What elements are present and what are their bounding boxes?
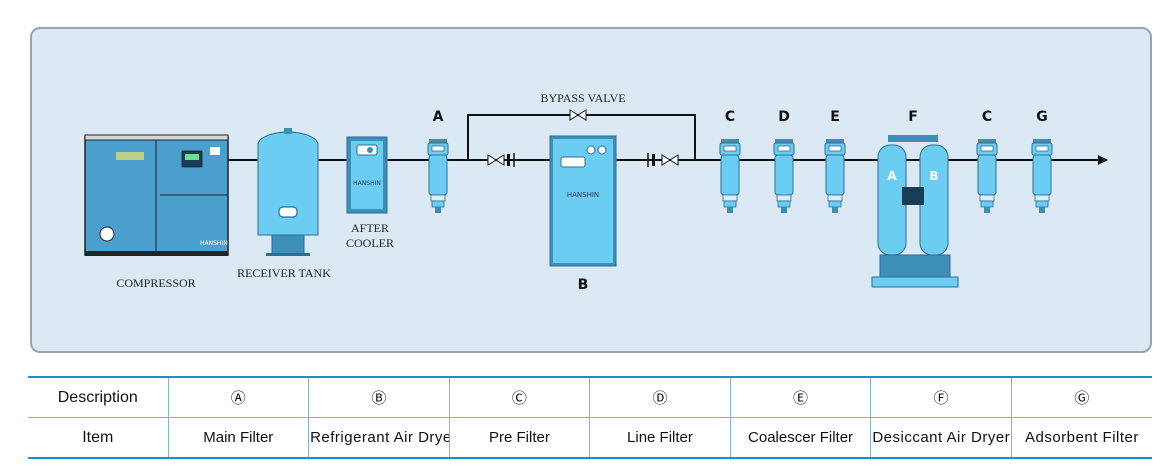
legend-row-item: Item Main Filter Refrigerant Air Dryer P… [28,417,1152,459]
legend-item-f: Desiccant Air Dryer [870,417,1012,459]
letter-e: E [830,109,840,125]
legend-symbol-a: Ⓐ [168,376,310,418]
legend-item-g: Adsorbent Filter [1011,417,1152,459]
tower-a-letter: A [887,169,897,183]
letter-c: C [725,109,735,125]
refrigerant-air-dryer: HANSHIN [549,135,617,267]
legend-symbol-f: Ⓕ [870,376,1012,418]
compressor-label: COMPRESSOR [116,276,195,290]
legend-symbol-g: Ⓖ [1011,376,1152,418]
legend-table: Description Ⓐ Ⓑ Ⓒ Ⓓ Ⓔ Ⓕ Ⓖ Item Main Filt… [28,376,1152,459]
letter-f: F [908,109,918,125]
bypass-valve-symbol [569,109,587,121]
desiccant-air-dryer: A B [871,135,959,288]
adsorbent-filter-g [1031,138,1053,214]
letter-b: B [578,277,589,293]
legend-symbol-e: Ⓔ [730,376,872,418]
after-cooler: HANSHIN [346,136,388,214]
compressor-brand: HANSHIN [200,240,228,247]
legend-header-item: Item [28,417,169,459]
coalescer-filter-e [824,138,846,214]
legend-item-b: Refrigerant Air Dryer [308,417,450,459]
air-system-diagram: HANSHIN COMPRESSOR RECEIVER TANK HANSHIN… [84,91,1108,293]
pre-filter-c-2 [976,138,998,214]
after-cooler-brand: HANSHIN [353,180,381,187]
legend-item-a: Main Filter [168,417,310,459]
legend-symbol-c: Ⓒ [449,376,591,418]
pre-filter-c [719,138,741,214]
inlet-valve-check [487,153,515,167]
receiver-tank-label: RECEIVER TANK [237,266,331,280]
tower-b-letter: B [929,169,938,183]
after-cooler-label-line2: COOLER [346,236,394,250]
legend-item-c: Pre Filter [449,417,591,459]
letter-a: A [433,109,444,125]
letter-d: D [778,109,790,125]
receiver-tank [257,128,319,256]
bypass-valve-label: BYPASS VALVE [540,91,625,105]
legend-item-d: Line Filter [589,417,731,459]
outlet-valve-check [647,153,679,167]
main-filter-a [427,138,449,214]
letter-c-2: C [982,109,992,125]
legend-item-e: Coalescer Filter [730,417,872,459]
dryer-brand: HANSHIN [567,191,599,199]
letter-g: G [1036,109,1048,125]
flow-arrow [1098,155,1108,165]
after-cooler-label-line1: AFTER [351,221,389,235]
line-filter-d [773,138,795,214]
legend-symbol-b: Ⓑ [308,376,450,418]
legend-row-description: Description Ⓐ Ⓑ Ⓒ Ⓓ Ⓔ Ⓕ Ⓖ [28,376,1152,418]
compressor-unit: HANSHIN [84,134,229,256]
legend-symbol-d: Ⓓ [589,376,731,418]
legend-header-description: Description [28,376,169,418]
